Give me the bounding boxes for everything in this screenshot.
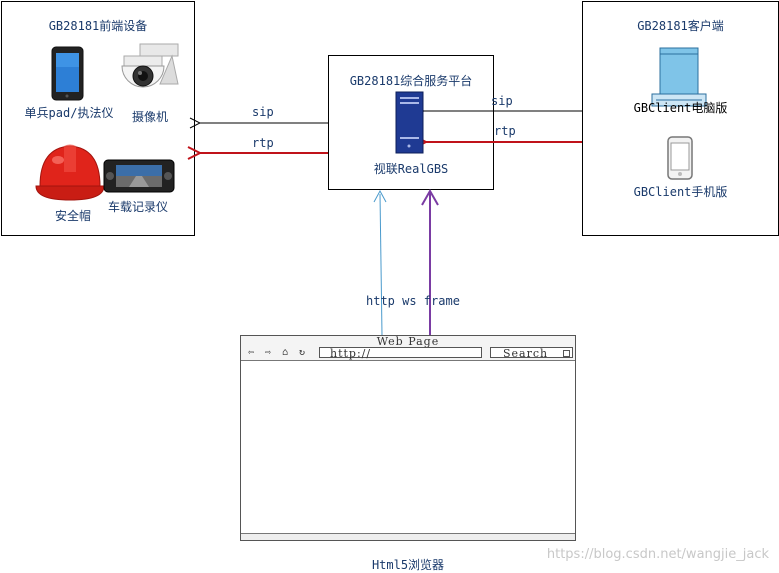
front-end-title: GB28181前端设备 (48, 19, 148, 33)
browser-caption: Html5浏览器 (371, 558, 445, 572)
safety-helmet-icon (35, 144, 105, 201)
address-bar[interactable]: http:// (319, 347, 482, 359)
camera-label: 摄像机 (131, 110, 168, 124)
pad-label: 单兵pad/执法仪 (24, 106, 114, 120)
dashcam-label: 车载记录仪 (108, 200, 169, 214)
home-icon[interactable]: ⌂ (282, 347, 289, 358)
search-button-icon[interactable] (563, 350, 570, 357)
rtp-left-label: rtp (252, 136, 274, 150)
dome-camera-icon (121, 43, 179, 88)
browser-title: Web Page (376, 335, 440, 348)
browser-toolbar: Web Page ⇦ ⇨ ⌂ ↻ http:// Search (241, 335, 575, 361)
pc-client-label: GBClient电脑版 (633, 101, 728, 115)
tablet-icon (51, 46, 84, 101)
forward-arrow-icon[interactable]: ⇨ (265, 347, 272, 358)
search-box[interactable]: Search (490, 347, 573, 360)
rtp-right-label: rtp (494, 124, 516, 138)
back-arrow-icon[interactable]: ⇦ (248, 347, 255, 358)
client-title: GB28181客户端 (637, 19, 724, 33)
platform-title: GB28181综合服务平台 (349, 74, 473, 88)
search-label: Search (503, 347, 549, 360)
browser-window: Web Page ⇦ ⇨ ⌂ ↻ http:// Search (240, 335, 576, 541)
http-ws-frame-label: http ws frame (366, 294, 460, 308)
frame-arrow-head (421, 188, 439, 206)
mobile-client-label: GBClient手机版 (633, 185, 728, 199)
mobile-phone-icon (667, 136, 693, 180)
helmet-label: 安全帽 (54, 209, 91, 223)
desktop-computer-icon (651, 47, 707, 107)
sip-right-label: sip (491, 94, 513, 108)
http-arrow (379, 193, 383, 336)
browser-status-bar (241, 533, 575, 540)
watermark: https://blog.csdn.net/wangjie_jack (546, 547, 769, 562)
front-end-devices-box (1, 1, 195, 236)
dashcam-icon (103, 159, 175, 193)
client-box (582, 1, 779, 236)
server-icon (395, 91, 424, 154)
sip-left-label: sip (252, 105, 274, 119)
server-label: 视联RealGBS (373, 162, 449, 176)
refresh-icon[interactable]: ↻ (299, 347, 306, 358)
http-arrow-head (373, 189, 387, 203)
